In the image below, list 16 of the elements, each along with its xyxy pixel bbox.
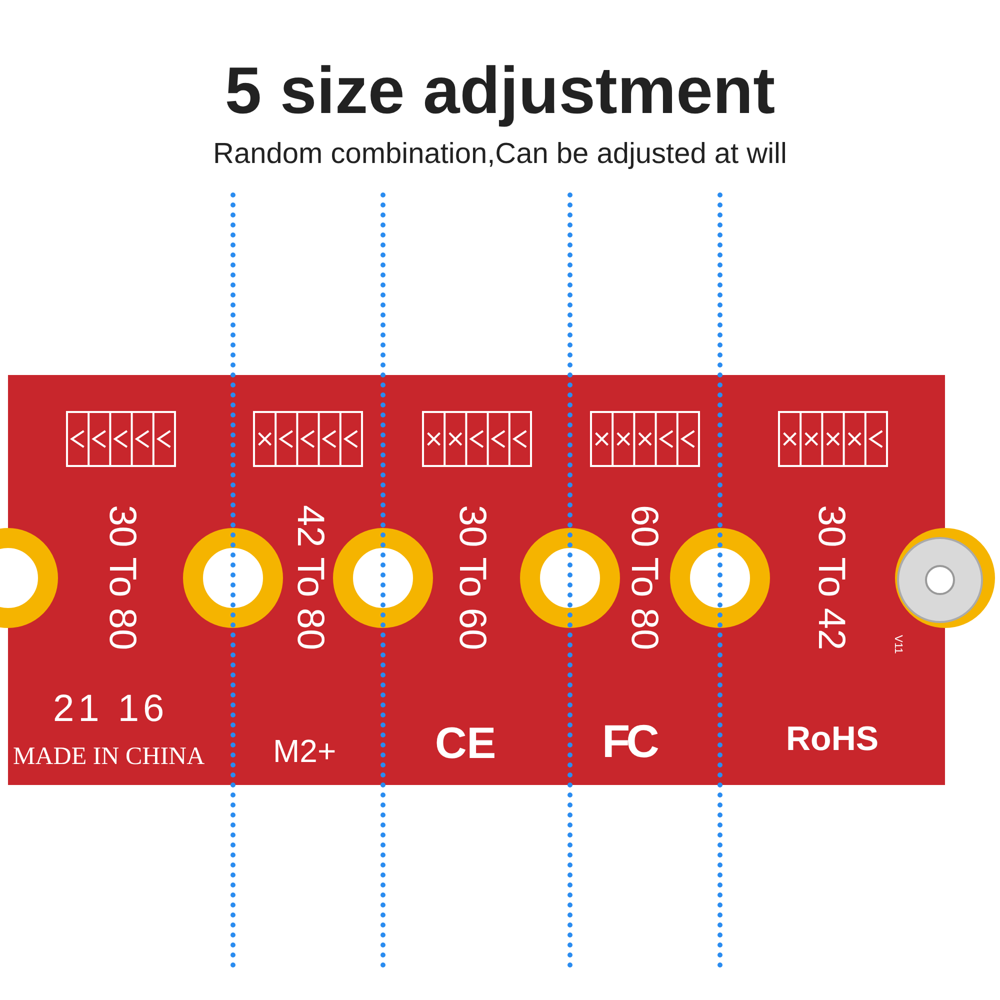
certification-mark: CE	[435, 722, 496, 766]
certification-mark: RoHS	[786, 722, 879, 756]
subtitle: Random combination,Can be adjusted at will	[212, 138, 788, 171]
origin-text: MADE IN CHINA	[13, 744, 205, 769]
size-range-text: 42 To 80	[291, 505, 329, 650]
board-segment	[8, 375, 233, 785]
marking-text: M2+	[273, 735, 336, 767]
title: 5 size adjustment	[224, 52, 776, 128]
size-range-text: 30 To 60	[453, 505, 491, 650]
board-segment	[720, 375, 945, 785]
size-range-text: 30 To 80	[103, 505, 141, 650]
certification-mark: FC	[602, 718, 656, 764]
version-text: V11	[892, 635, 903, 654]
date-code-text: 21 16	[53, 690, 168, 728]
size-range-text: 30 To 42	[812, 505, 850, 650]
size-range-text: 60 To 80	[625, 505, 663, 650]
